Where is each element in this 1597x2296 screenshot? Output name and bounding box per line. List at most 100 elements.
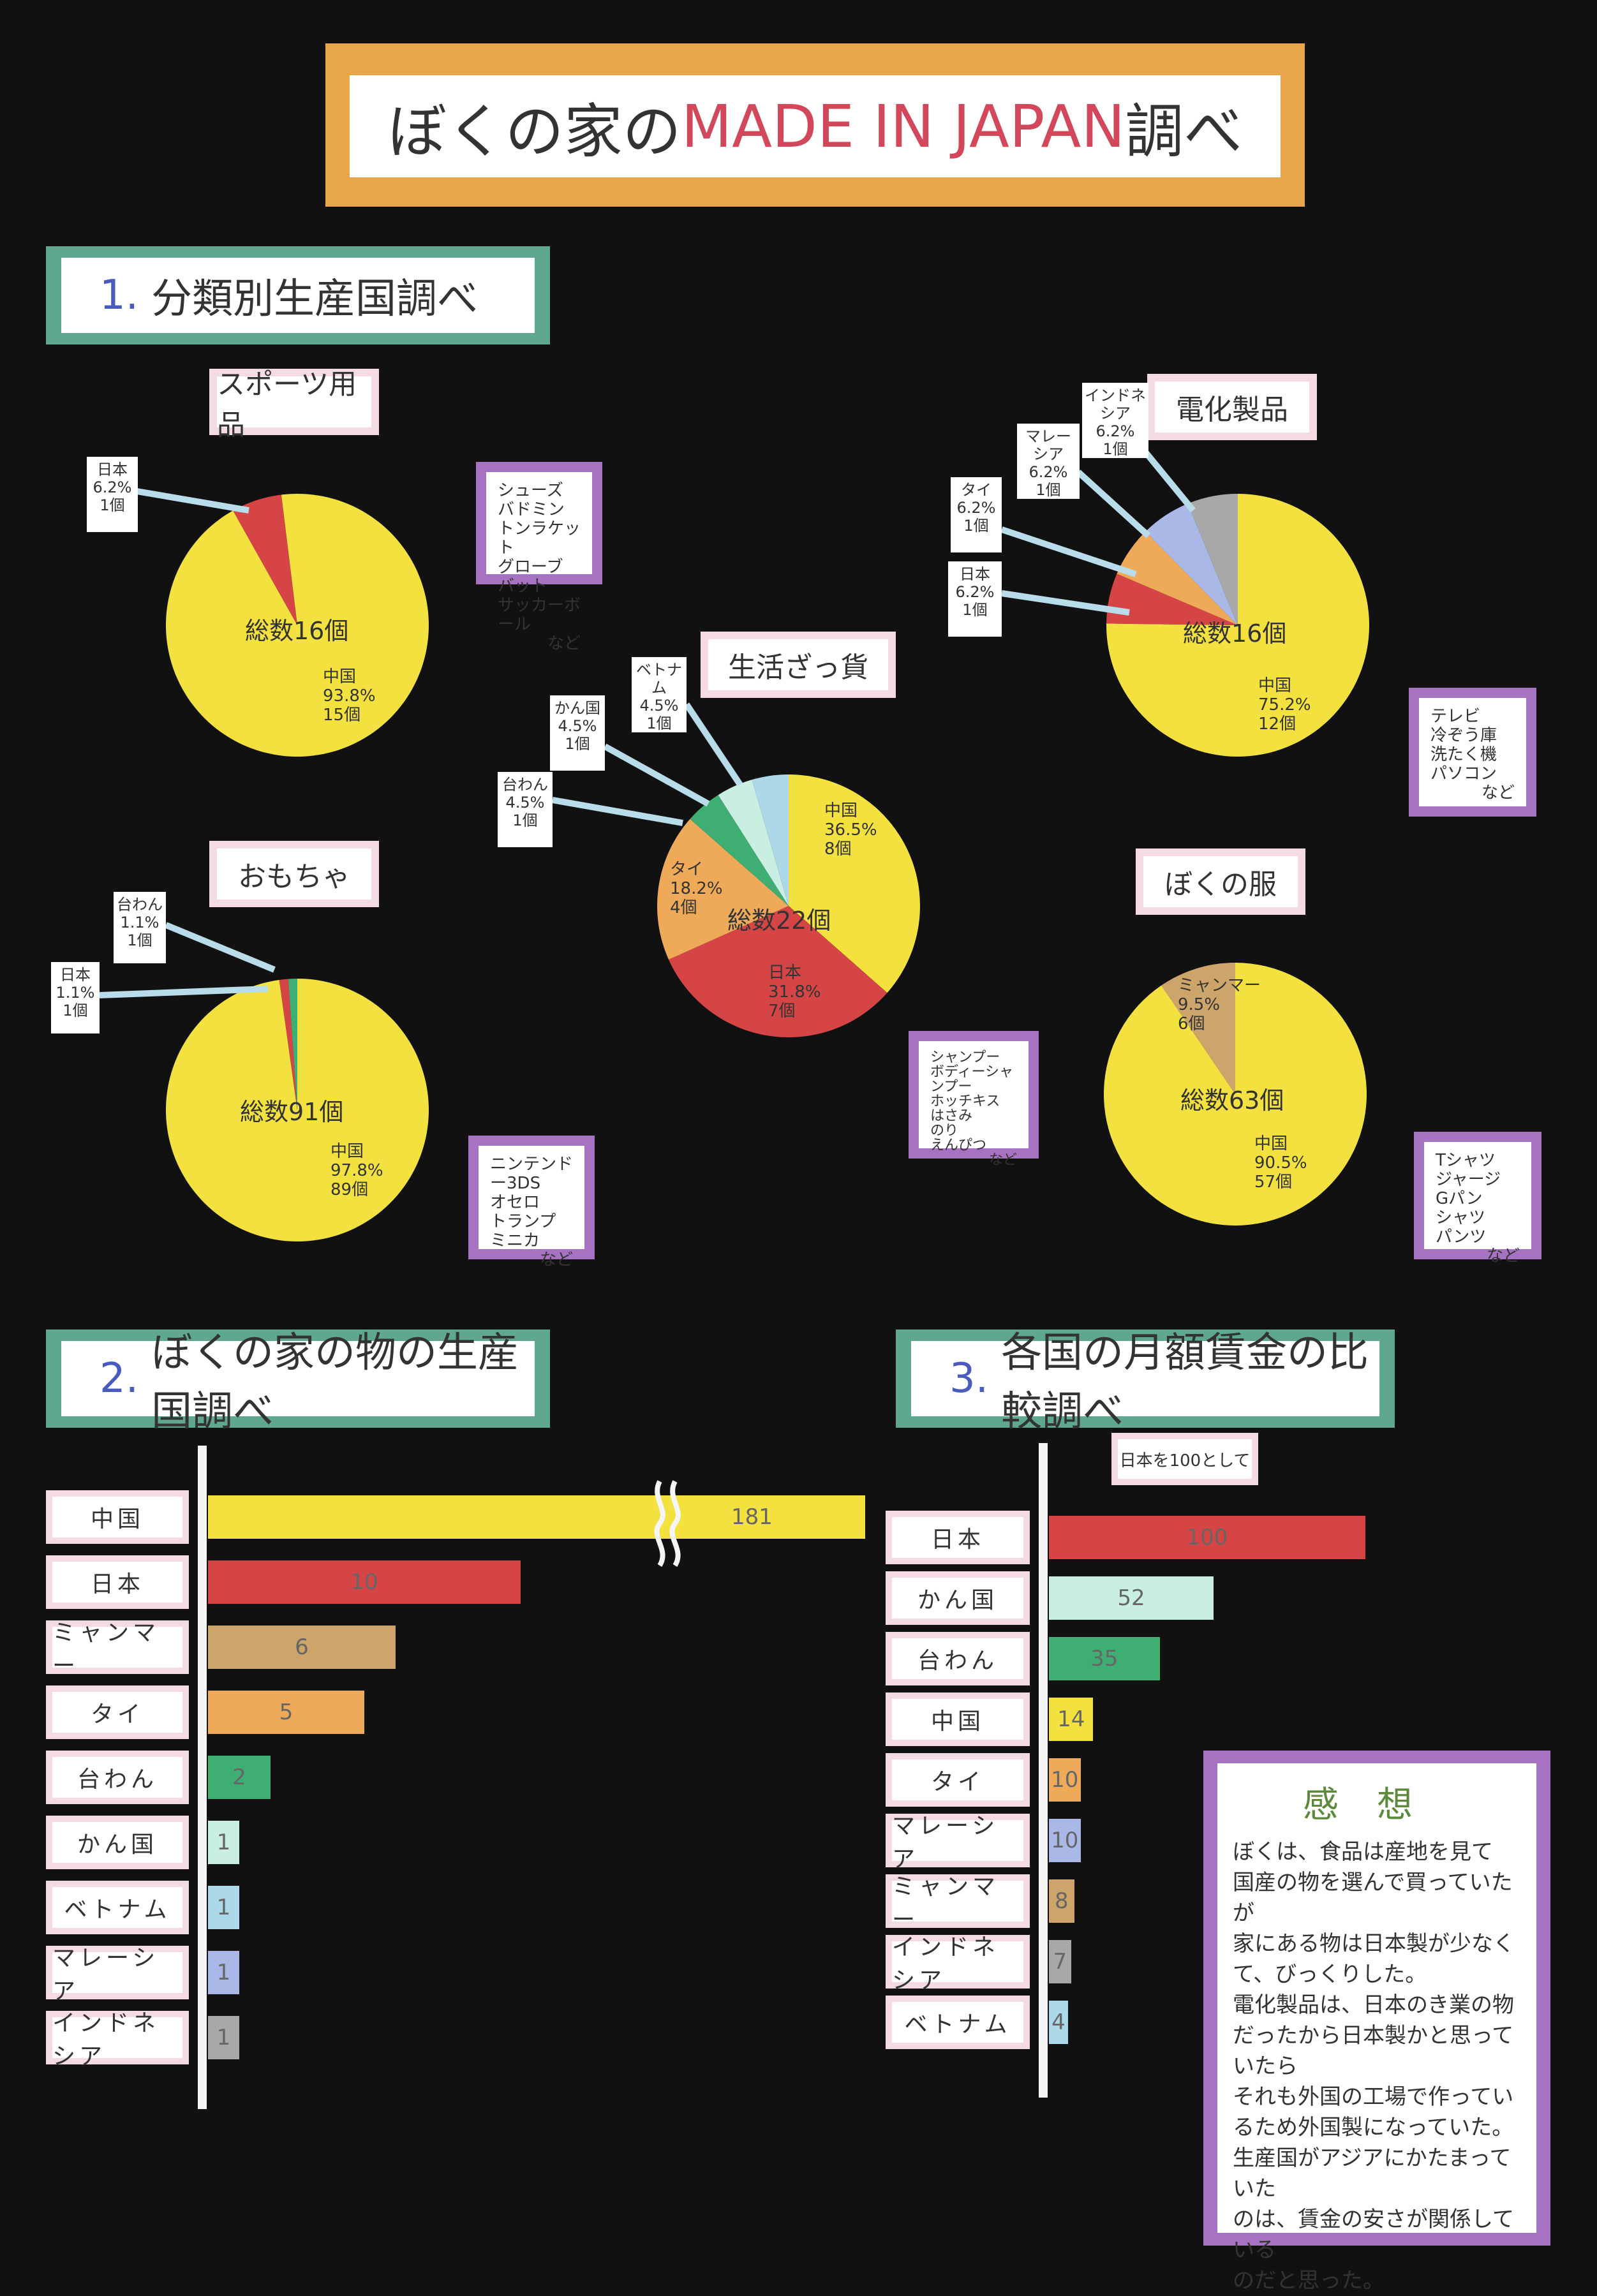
axis-break-icon <box>654 1480 681 1567</box>
production-count-value-label: 1 <box>216 2025 231 2050</box>
wage-value-label: 4 <box>1051 2010 1066 2035</box>
impression-line: ぼくは、食品は産地を見て <box>1233 1839 1493 1865</box>
wage-category-label: 台わん <box>886 1632 1030 1685</box>
leader-line-0 <box>136 488 249 514</box>
sports-pie-slice-1 <box>233 494 297 625</box>
electronics-pie-slice-2 <box>1117 531 1238 625</box>
section2-header: 2. ぼくの家の物の生産国調べ <box>61 1329 535 1435</box>
wage-value-label: 10 <box>1051 1828 1079 1853</box>
section1-label: 分類別生産国調べ <box>151 276 479 323</box>
wage-bar: 14 <box>1049 1698 1094 1741</box>
wage-bar: 100 <box>1049 1516 1365 1559</box>
wage-category-label: ミャンマー <box>886 1874 1030 1933</box>
production-count-category-label: ミャンマー <box>46 1620 189 1679</box>
wage-category-text: ミャンマー <box>892 1874 1023 1933</box>
daily-goods-pie-slice-3 <box>690 795 789 906</box>
leader-line-7 <box>683 702 743 787</box>
production-count-category-label: マレーシア <box>46 1945 189 2004</box>
production-count-category-text: タイ <box>52 1692 182 1733</box>
production-count-value-label: 2 <box>232 1765 246 1790</box>
production-count-category-label: 台わん <box>46 1751 189 1804</box>
daily-goods-pie-slice-5 <box>752 774 789 906</box>
impression-line: のだと思った。 <box>1233 2268 1385 2293</box>
toys-title: おもちゃ <box>217 848 371 900</box>
leader-line-6 <box>603 743 710 807</box>
production-count-category-text: かん国 <box>52 1822 182 1863</box>
clothes-title: ぼくの服 <box>1143 856 1298 907</box>
section2-label: ぼくの家の物の生産国調べ <box>151 1329 519 1435</box>
production-count-category-text: 中国 <box>52 1497 182 1537</box>
wage-category-text: かん国 <box>892 1578 1023 1618</box>
wage-value-label: 35 <box>1090 1646 1118 1671</box>
wage-category-text: インドネシア <box>892 1934 1023 1994</box>
wage-category-text: ベトナム <box>892 2002 1023 2043</box>
production-count-bar: 5 <box>208 1691 364 1734</box>
production-count-category-label: タイ <box>46 1685 189 1739</box>
leader-line-1 <box>1001 590 1130 616</box>
electronics-pie-slice-0 <box>1106 494 1370 757</box>
wage-value-label: 100 <box>1186 1525 1228 1550</box>
bar-chart1-axis <box>198 1446 207 2109</box>
impression-line: だったから日本製かと思っていたら <box>1233 2023 1514 2079</box>
impression-line: て、びっくりした。 <box>1233 1962 1427 1987</box>
wage-value-label: 10 <box>1051 1767 1079 1793</box>
wage-value-label: 8 <box>1055 1888 1069 1914</box>
production-count-bar: 1 <box>208 2016 239 2059</box>
toys-pie-slice-0 <box>166 979 429 1241</box>
wage-bar: 4 <box>1049 2001 1068 2044</box>
toys-total: 総数91個 <box>240 1098 344 1126</box>
electronics-examples: テレビ冷ぞう庫洗たく機パソコンなど <box>1419 698 1526 806</box>
production-count-value-label: 1 <box>216 1830 231 1855</box>
impression-body: ぼくは、食品は産地を見て国産の物を選んで買っていたが家にある物は日本製が少なくて… <box>1233 1837 1521 2296</box>
leader-line-3 <box>1076 470 1151 538</box>
wage-category-text: マレーシア <box>892 1813 1023 1872</box>
electronics-total: 総数16個 <box>1183 619 1287 648</box>
production-count-bar: 1 <box>208 1951 239 1994</box>
production-count-bar: 1 <box>208 1886 239 1929</box>
leader-line-9 <box>165 922 276 973</box>
wage-category-label: インドネシア <box>886 1934 1030 1994</box>
wage-value-label: 52 <box>1117 1585 1145 1611</box>
electronics-pie-slice-4 <box>1187 494 1238 625</box>
production-count-value-label: 1 <box>216 1895 231 1920</box>
wage-category-text: 中国 <box>892 1699 1023 1740</box>
production-count-bar: 181 <box>208 1495 865 1539</box>
wage-category-label: かん国 <box>886 1571 1030 1625</box>
wage-note: 日本を100として <box>1118 1439 1252 1479</box>
production-count-value-label: 10 <box>350 1569 378 1595</box>
wage-value-label: 14 <box>1057 1707 1085 1732</box>
production-count-category-text: 台わん <box>52 1757 182 1798</box>
wage-category-label: 日本 <box>886 1511 1030 1564</box>
production-count-category-text: ベトナム <box>52 1887 182 1928</box>
clothes-pie-slice-0 <box>1103 963 1367 1226</box>
impression-line: 電化製品は、日本のき業の物 <box>1233 1992 1514 2018</box>
title-highlight: MADE IN JAPAN <box>681 92 1125 161</box>
section1-header: 1. 分類別生産国調べ <box>61 258 535 333</box>
production-count-category-text: ミャンマー <box>52 1620 182 1679</box>
impression-line: それも外国の工場で作ってい <box>1233 2084 1514 2110</box>
section3-header: 3. 各国の月額賃金の比較調べ <box>911 1329 1379 1435</box>
production-count-category-label: 日本 <box>46 1555 189 1609</box>
impression-line: 家にある物は日本製が少なく <box>1233 1931 1515 1957</box>
impression-line: のは、賃金の安さが関係している <box>1233 2207 1514 2263</box>
production-count-category-label: インドネシア <box>46 2010 189 2070</box>
wage-bar: 10 <box>1049 1758 1081 1802</box>
wage-category-label: マレーシア <box>886 1813 1030 1872</box>
daily-goods-pie-slice-0 <box>789 774 920 993</box>
wage-value-label: 7 <box>1053 1949 1067 1974</box>
production-count-value-label: 1 <box>216 1960 231 1985</box>
leader-line-8 <box>99 986 269 998</box>
daily-goods-title: 生活ざっ貨 <box>708 639 888 690</box>
impression-title: 感想 <box>1303 1784 1451 1826</box>
electronics-pie-slice-3 <box>1145 503 1238 625</box>
daily-goods-examples: シャンプーボディーシャンプーホッチキスはさみのりえんぴつなど <box>919 1041 1029 1167</box>
